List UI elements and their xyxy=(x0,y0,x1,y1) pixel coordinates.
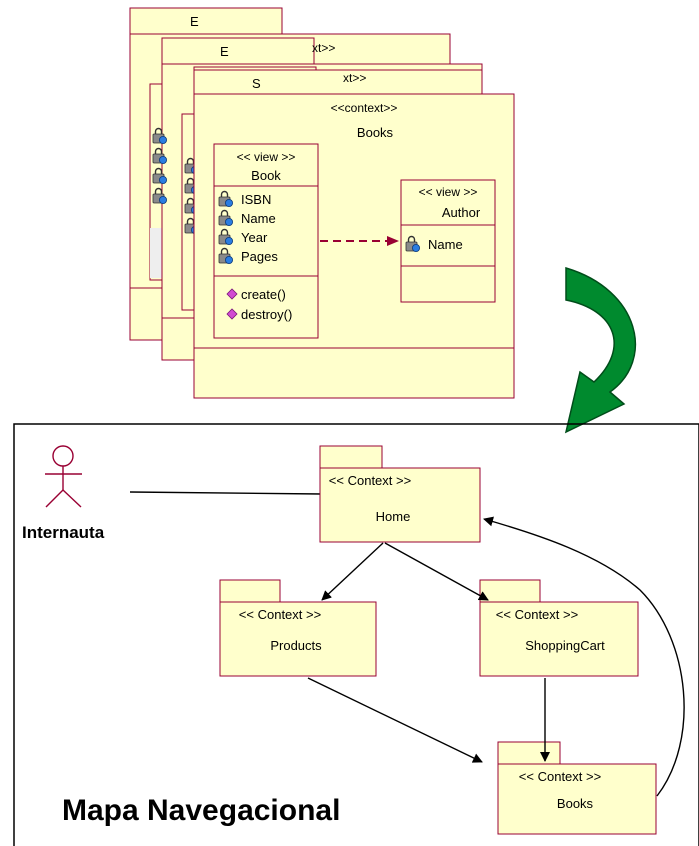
view-book: << view >> Book ISBN Name Year Pages cre… xyxy=(213,143,319,339)
book-attribute-pages: Pages xyxy=(241,249,278,264)
home-stereotype: << Context >> xyxy=(329,473,411,488)
book-attribute-isbn: ISBN xyxy=(241,192,271,207)
book-attribute-name: Name xyxy=(241,211,276,226)
nav-context-products: << Context >> Products xyxy=(219,579,377,677)
back-context-tab-label-1: E xyxy=(190,14,199,29)
nav-map-frame xyxy=(13,423,699,846)
nav-map-title: Mapa Navegacional xyxy=(62,794,340,827)
back-context-tab-label-2: E xyxy=(220,44,229,59)
arrow-home-to-shoppingcart xyxy=(384,542,489,601)
book-attribute-year: Year xyxy=(241,230,268,245)
context-books-stereotype: <<context>> xyxy=(331,101,398,115)
author-attribute-name: Name xyxy=(428,237,463,252)
products-title: Products xyxy=(270,638,322,653)
shoppingcart-title: ShoppingCart xyxy=(525,638,605,653)
nav-context-shoppingcart: << Context >> ShoppingCart xyxy=(479,579,639,677)
actor-label: Internauta xyxy=(22,523,105,542)
curved-green-arrow-icon xyxy=(564,266,637,434)
map-books-title: Books xyxy=(557,796,594,811)
shoppingcart-stereotype: << Context >> xyxy=(496,607,578,622)
view-book-title: Book xyxy=(251,168,281,183)
back-context-stereotype-2: xt>> xyxy=(343,71,366,85)
view-author-title: Author xyxy=(442,205,481,220)
back-context-tab-label-3: S xyxy=(252,76,261,91)
arrow-home-to-products xyxy=(321,542,384,601)
arrow-products-to-books xyxy=(307,677,483,763)
back-context-stereotype-1: xt>> xyxy=(312,41,335,55)
actor-association-line xyxy=(129,491,323,495)
nav-context-home: << Context >> Home xyxy=(319,445,481,543)
stick-figure-icon xyxy=(45,445,82,508)
context-books-title: Books xyxy=(357,125,394,140)
view-author-stereotype: << view >> xyxy=(419,185,478,199)
map-books-stereotype: << Context >> xyxy=(519,769,601,784)
view-book-stereotype: << view >> xyxy=(237,150,296,164)
arrow-books-to-home xyxy=(483,516,685,797)
view-author: << view >> Author Name xyxy=(400,179,496,303)
home-title: Home xyxy=(376,509,411,524)
products-stereotype: << Context >> xyxy=(239,607,321,622)
book-operation-destroy: destroy() xyxy=(241,307,292,322)
nav-context-books: << Context >> Books xyxy=(497,741,657,835)
back-context-1: S xt>> xyxy=(193,66,483,95)
book-operation-create: create() xyxy=(241,287,286,302)
